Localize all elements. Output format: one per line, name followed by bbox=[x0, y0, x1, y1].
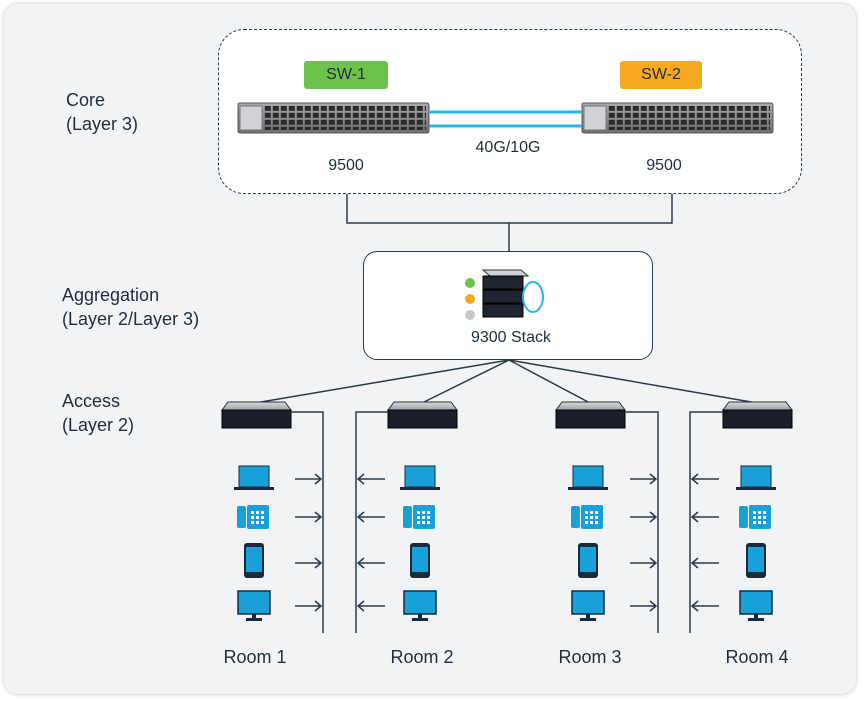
desktop-monitor-icon bbox=[739, 590, 773, 621]
device-connection-arrows bbox=[295, 473, 719, 612]
access-drop-lines bbox=[291, 411, 723, 633]
core-layer-text: Core (Layer 3) bbox=[66, 90, 139, 134]
ip-phone-icon bbox=[237, 505, 269, 529]
aggregation-layer-label: Aggregation (Layer 2/Layer 3) bbox=[62, 283, 199, 331]
end-devices bbox=[234, 465, 776, 621]
room-1-label: Room 1 bbox=[223, 647, 287, 667]
sw1-switch-icon bbox=[237, 102, 430, 134]
desktop-monitor-icon bbox=[571, 590, 605, 621]
aggregation-to-access-links bbox=[254, 359, 758, 404]
sw1-model-label: 9500 bbox=[328, 157, 364, 174]
laptop-icon bbox=[234, 465, 274, 490]
access-switch-2-icon bbox=[387, 401, 458, 429]
core-link-label: 40G/10G bbox=[475, 139, 541, 156]
access-switch-1-icon bbox=[221, 401, 292, 429]
mobile-phone-icon bbox=[410, 543, 430, 578]
aggregation-layer-text: Aggregation (Layer 2/Layer 3) bbox=[62, 285, 200, 329]
ip-phone-icon bbox=[571, 505, 603, 529]
desktop-monitor-icon bbox=[237, 590, 271, 621]
room-3-label: Room 3 bbox=[558, 647, 622, 667]
access-layer-text: Access (Layer 2) bbox=[62, 391, 135, 435]
core-to-aggregation-links bbox=[346, 194, 673, 251]
core-layer-label: Core (Layer 3) bbox=[66, 88, 138, 136]
sw2-model-label: 9500 bbox=[646, 157, 682, 174]
stack-switch-icon bbox=[481, 269, 544, 318]
room-4-label: Room 4 bbox=[725, 647, 789, 667]
sw2-switch-icon bbox=[581, 102, 774, 134]
mobile-phone-icon bbox=[746, 543, 766, 578]
core-interlink bbox=[429, 110, 582, 128]
room-2-label: Room 2 bbox=[390, 647, 454, 667]
laptop-icon bbox=[736, 465, 776, 490]
laptop-icon bbox=[568, 465, 608, 490]
access-switch-3-icon bbox=[555, 401, 626, 429]
sw1-tag: SW-1 bbox=[304, 61, 388, 89]
sw2-tag: SW-2 bbox=[620, 61, 702, 89]
stack-label: 9300 Stack bbox=[470, 329, 552, 346]
desktop-monitor-icon bbox=[403, 590, 437, 621]
mobile-phone-icon bbox=[244, 543, 264, 578]
access-switch-4-icon bbox=[722, 401, 793, 429]
ip-phone-icon bbox=[739, 505, 771, 529]
stack-status-lights bbox=[465, 278, 475, 320]
laptop-icon bbox=[400, 465, 440, 490]
ip-phone-icon bbox=[403, 505, 435, 529]
access-layer-label: Access (Layer 2) bbox=[62, 389, 134, 437]
mobile-phone-icon bbox=[578, 543, 598, 578]
